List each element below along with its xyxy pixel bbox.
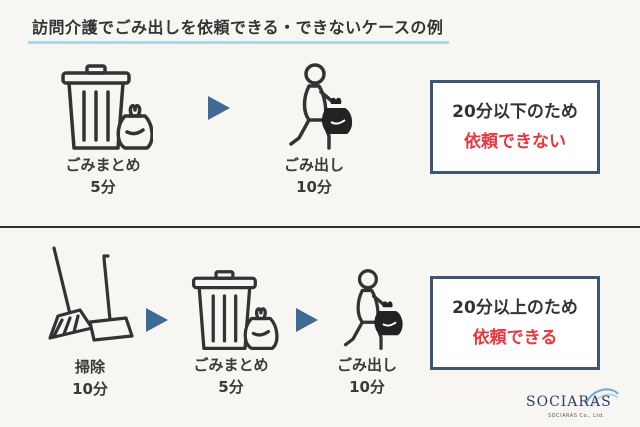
arrow-right-icon — [208, 96, 230, 120]
result-reason: 20分以上のため — [452, 298, 578, 318]
trash-bin-with-bag-icon — [191, 270, 279, 351]
step-cleaning: 掃除 10分 — [40, 244, 140, 400]
company-logo: SOCIARAS SOCIARAS Co., Ltd. — [520, 384, 630, 424]
arrow-right-icon — [296, 308, 318, 332]
logo-swirl-icon — [585, 388, 619, 407]
step-label: 掃除 — [74, 358, 105, 376]
step-time: 10分 — [296, 178, 332, 196]
broom-dustpan-icon — [48, 246, 134, 342]
step-label: ごみ出し — [283, 156, 344, 174]
person-carrying-bag-icon — [343, 269, 403, 351]
arrow-right-icon — [146, 308, 168, 332]
page-title: 訪問介護でごみ出しを依頼できる・できないケースの例 — [28, 14, 450, 44]
result-reason: 20分以下のため — [452, 102, 578, 122]
step-time: 5分 — [90, 178, 116, 196]
result-box-allowed: 20分以上のため 依頼できる — [430, 276, 600, 370]
result-verdict: 依頼できない — [464, 132, 566, 152]
section-divider — [0, 226, 640, 228]
result-verdict: 依頼できる — [472, 328, 558, 348]
title-area: 訪問介護でごみ出しを依頼できる・できないケースの例 — [28, 14, 450, 44]
result-box-not-allowed: 20分以下のため 依頼できない — [430, 80, 600, 174]
step-time: 5分 — [218, 378, 244, 396]
step-garbage-out: ごみ出し 10分 — [264, 62, 364, 198]
logo-subtext: SOCIARAS Co., Ltd. — [548, 413, 605, 419]
step-time: 10分 — [72, 380, 108, 398]
step-garbage-out: ごみ出し 10分 — [322, 268, 412, 398]
step-garbage-bundle: ごみまとめ 5分 — [48, 62, 158, 198]
logo-name: SOCIARAS — [526, 394, 612, 410]
step-label: ごみ出し — [336, 356, 397, 374]
step-time: 10分 — [349, 378, 385, 396]
step-label: ごみまとめ — [193, 356, 269, 374]
person-carrying-bag-icon — [289, 63, 353, 150]
step-garbage-bundle: ごみまとめ 5分 — [176, 268, 286, 398]
trash-bin-with-bag-icon — [61, 64, 153, 150]
step-label: ごみまとめ — [65, 156, 141, 174]
